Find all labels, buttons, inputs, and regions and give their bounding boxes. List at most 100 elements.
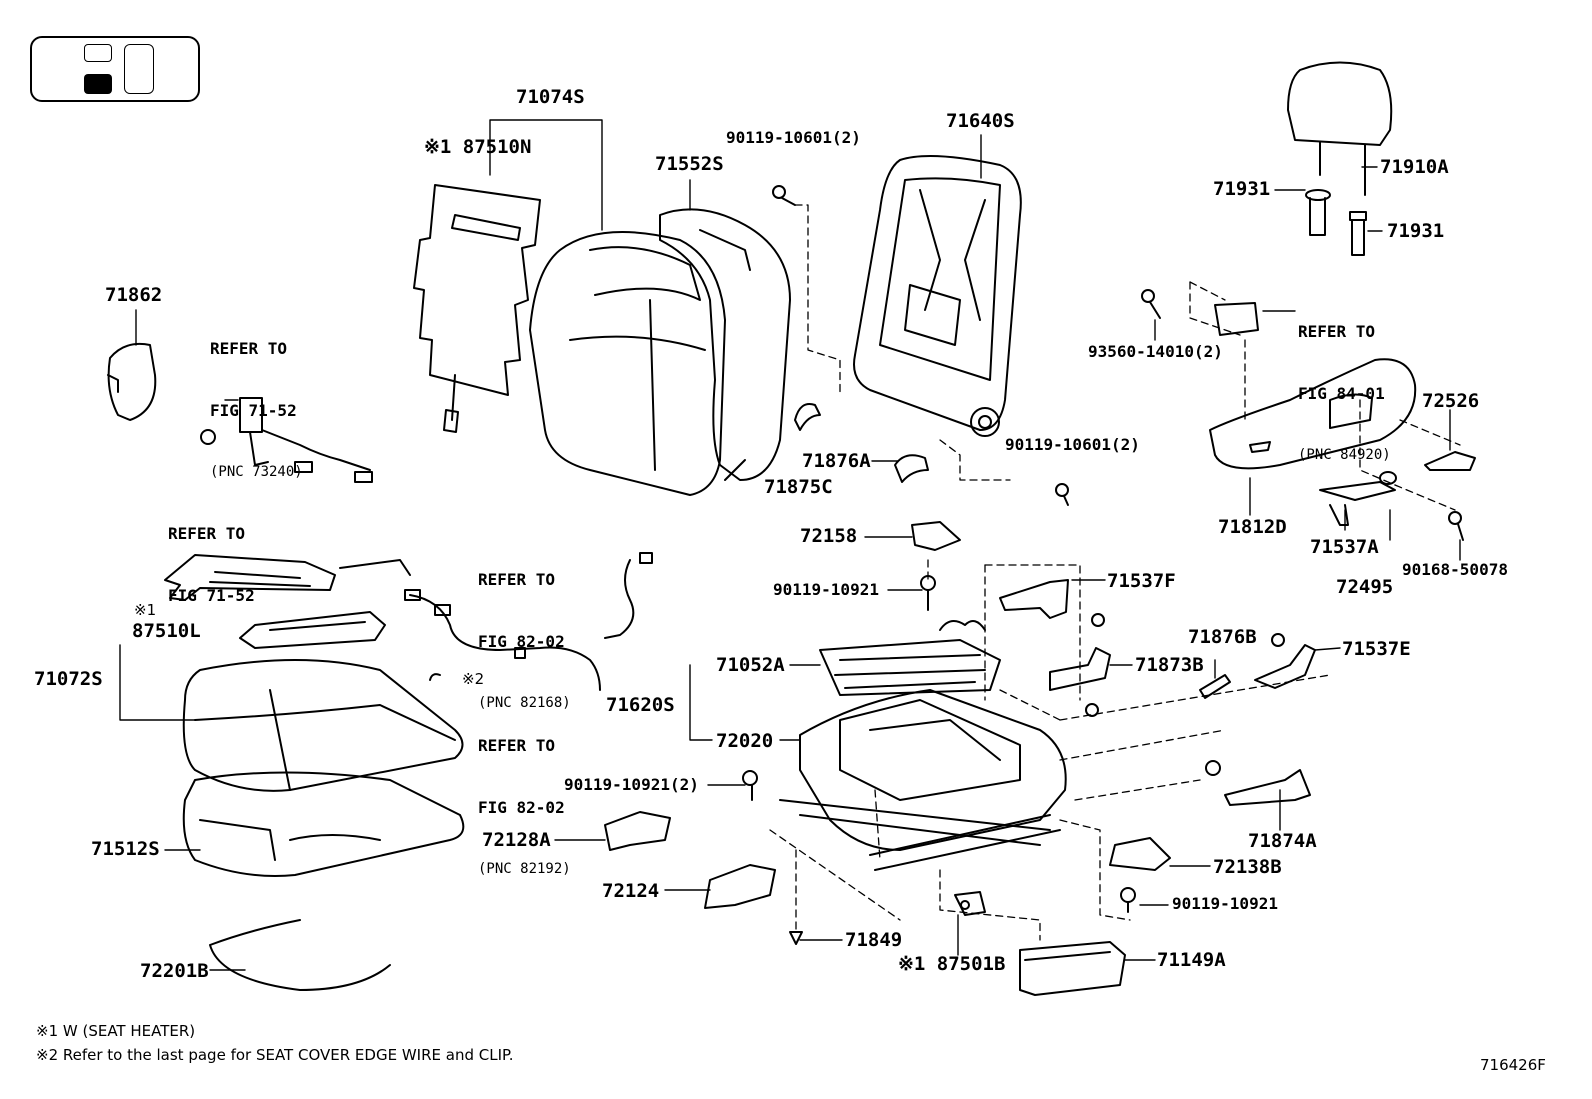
part-label-71620S[interactable]: 71620S [606,694,675,716]
seat-belt-buckle [200,397,373,483]
part-label-71875C[interactable]: 71875C [764,476,833,498]
part-label-71876A[interactable]: 71876A [802,450,871,472]
recliner-cover-inner [794,403,821,431]
refer-figure: FIG 71-52 [210,400,297,420]
seat-belt-cover [107,342,157,421]
seatback-pad [659,208,791,481]
headrest-guide-right [1349,211,1367,256]
part-label-90119-10921-right[interactable]: 90119-10921 [1172,894,1278,913]
refer-figure: FIG 82-02 [478,631,565,651]
part-label-71873B[interactable]: 71873B [1135,654,1204,676]
part-label-72201B[interactable]: 72201B [140,960,209,982]
part-label-71640S[interactable]: 71640S [946,110,1015,132]
part-label-72495[interactable]: 72495 [1336,576,1394,598]
part-label-87501B[interactable]: ※1 87501B [898,953,1006,975]
refer-to-fig-71-52-pnc-73240[interactable]: REFER TO FIG 71-52 (PNC 73240) [210,297,303,502]
part-label-71512S[interactable]: 71512S [91,838,160,860]
part-label-90119-10921-left[interactable]: 90119-10921(2) [564,775,699,794]
cover-72124 [704,864,776,909]
part-label-71552S[interactable]: 71552S [655,153,724,175]
cover-72128A [604,811,671,851]
heater-note-marker-87510L: ※1 [134,601,157,619]
seatback-cover [529,231,726,496]
seatback-heater-panel [413,184,541,433]
part-label-71931-left[interactable]: 71931 [1213,178,1271,200]
refer-to-fig-71-52[interactable]: REFER TO FIG 71-52 [168,482,255,628]
part-label-71812D[interactable]: 71812D [1218,516,1287,538]
cover-71874A [1205,760,1311,806]
refer-pnc: (PNC 73240) [210,464,303,481]
seatback-frame [853,155,1022,437]
part-label-71537F[interactable]: 71537F [1107,570,1176,592]
figure-id: 716426F [1480,1056,1546,1074]
refer-to-fig-82-02-pnc-82168[interactable]: REFER TO FIG 82-02 (PNC 82168) [478,528,571,733]
part-label-90119-10601-bottom[interactable]: 90119-10601(2) [1005,435,1140,454]
bracket-72158 [911,521,961,551]
sensor-87501B [954,891,986,916]
part-label-71849[interactable]: 71849 [845,929,903,951]
leader-lines [119,119,1461,971]
part-label-90119-10921-top[interactable]: 90119-10921 [773,580,879,599]
refer-line: REFER TO [478,735,556,755]
headrest-guide-left [1305,189,1331,236]
part-label-90119-10601-top[interactable]: 90119-10601(2) [726,128,861,147]
refer-to-fig-82-02-pnc-82192[interactable]: REFER TO FIG 82-02 (PNC 82192) [478,694,571,899]
refer-figure: FIG 82-02 [478,797,565,817]
locator-selected-seat-icon [84,74,112,94]
refer-figure: FIG 84-01 [1298,383,1385,403]
refer-line: REFER TO [210,338,288,358]
cover-71537F [999,579,1069,619]
screw-93560 [1141,289,1161,319]
recliner-cover-outer [894,454,929,483]
vehicle-seat-locator-icon [30,36,200,102]
refer-to-fig-84-01-pnc-84920[interactable]: REFER TO FIG 84-01 (PNC 84920) [1298,280,1391,485]
seat-cushion-pad [182,771,465,877]
cover-71149A [1019,941,1126,996]
relation-lines [769,204,1461,941]
seat-spring-assembly [819,620,1001,696]
part-label-71862[interactable]: 71862 [105,284,163,306]
part-label-71074S[interactable]: 71074S [516,86,585,108]
clip-note-marker: ※2 [462,670,485,688]
bolt-90119-10921-top [920,575,936,611]
part-label-87510L[interactable]: 87510L [132,620,201,642]
bolt-90119-10921-right [1120,887,1136,913]
footnote-edge-wire: ※2 Refer to the last page for SEAT COVER… [36,1046,514,1064]
cushion-edge-wire [209,919,391,991]
part-label-87510N[interactable]: ※1 87510N [424,136,532,158]
part-label-72124[interactable]: 72124 [602,880,660,902]
part-label-71876B[interactable]: 71876B [1188,626,1257,648]
cushion-heater-panel [164,554,411,649]
screw-90168 [1448,511,1464,541]
part-label-72526[interactable]: 72526 [1422,390,1480,412]
part-label-93560-14010[interactable]: 93560-14010(2) [1088,342,1223,361]
locator-rear-seat-icon [124,44,154,94]
refer-line: REFER TO [478,569,556,589]
clip-71849 [789,931,803,945]
part-label-72138B[interactable]: 72138B [1213,856,1282,878]
refer-pnc: (PNC 84920) [1298,447,1391,464]
part-label-90168-50078[interactable]: 90168-50078 [1402,560,1508,579]
screw-90119-10601-top [772,185,796,206]
headrest [1287,61,1393,196]
part-label-71874A[interactable]: 71874A [1248,830,1317,852]
part-label-72158[interactable]: 72158 [800,525,858,547]
part-label-71910A[interactable]: 71910A [1380,156,1449,178]
recliner-knob [1424,451,1476,471]
locator-front-seat-icon [84,44,112,62]
refer-figure: FIG 71-52 [168,585,255,605]
part-label-71052A[interactable]: 71052A [716,654,785,676]
part-label-71537A[interactable]: 71537A [1310,536,1379,558]
seat-wire-harness [404,552,653,691]
part-label-71149A[interactable]: 71149A [1157,949,1226,971]
bolt-near-71873B [1085,703,1099,717]
part-label-71072S[interactable]: 71072S [34,668,103,690]
part-label-72020[interactable]: 72020 [716,730,774,752]
part-label-71537E[interactable]: 71537E [1342,638,1411,660]
seat-adjuster-frame [779,689,1067,871]
part-label-71931-right[interactable]: 71931 [1387,220,1445,242]
cover-72138B [1109,837,1171,871]
cover-71873B [1049,647,1111,691]
part-label-72128A[interactable]: 72128A [482,829,551,851]
